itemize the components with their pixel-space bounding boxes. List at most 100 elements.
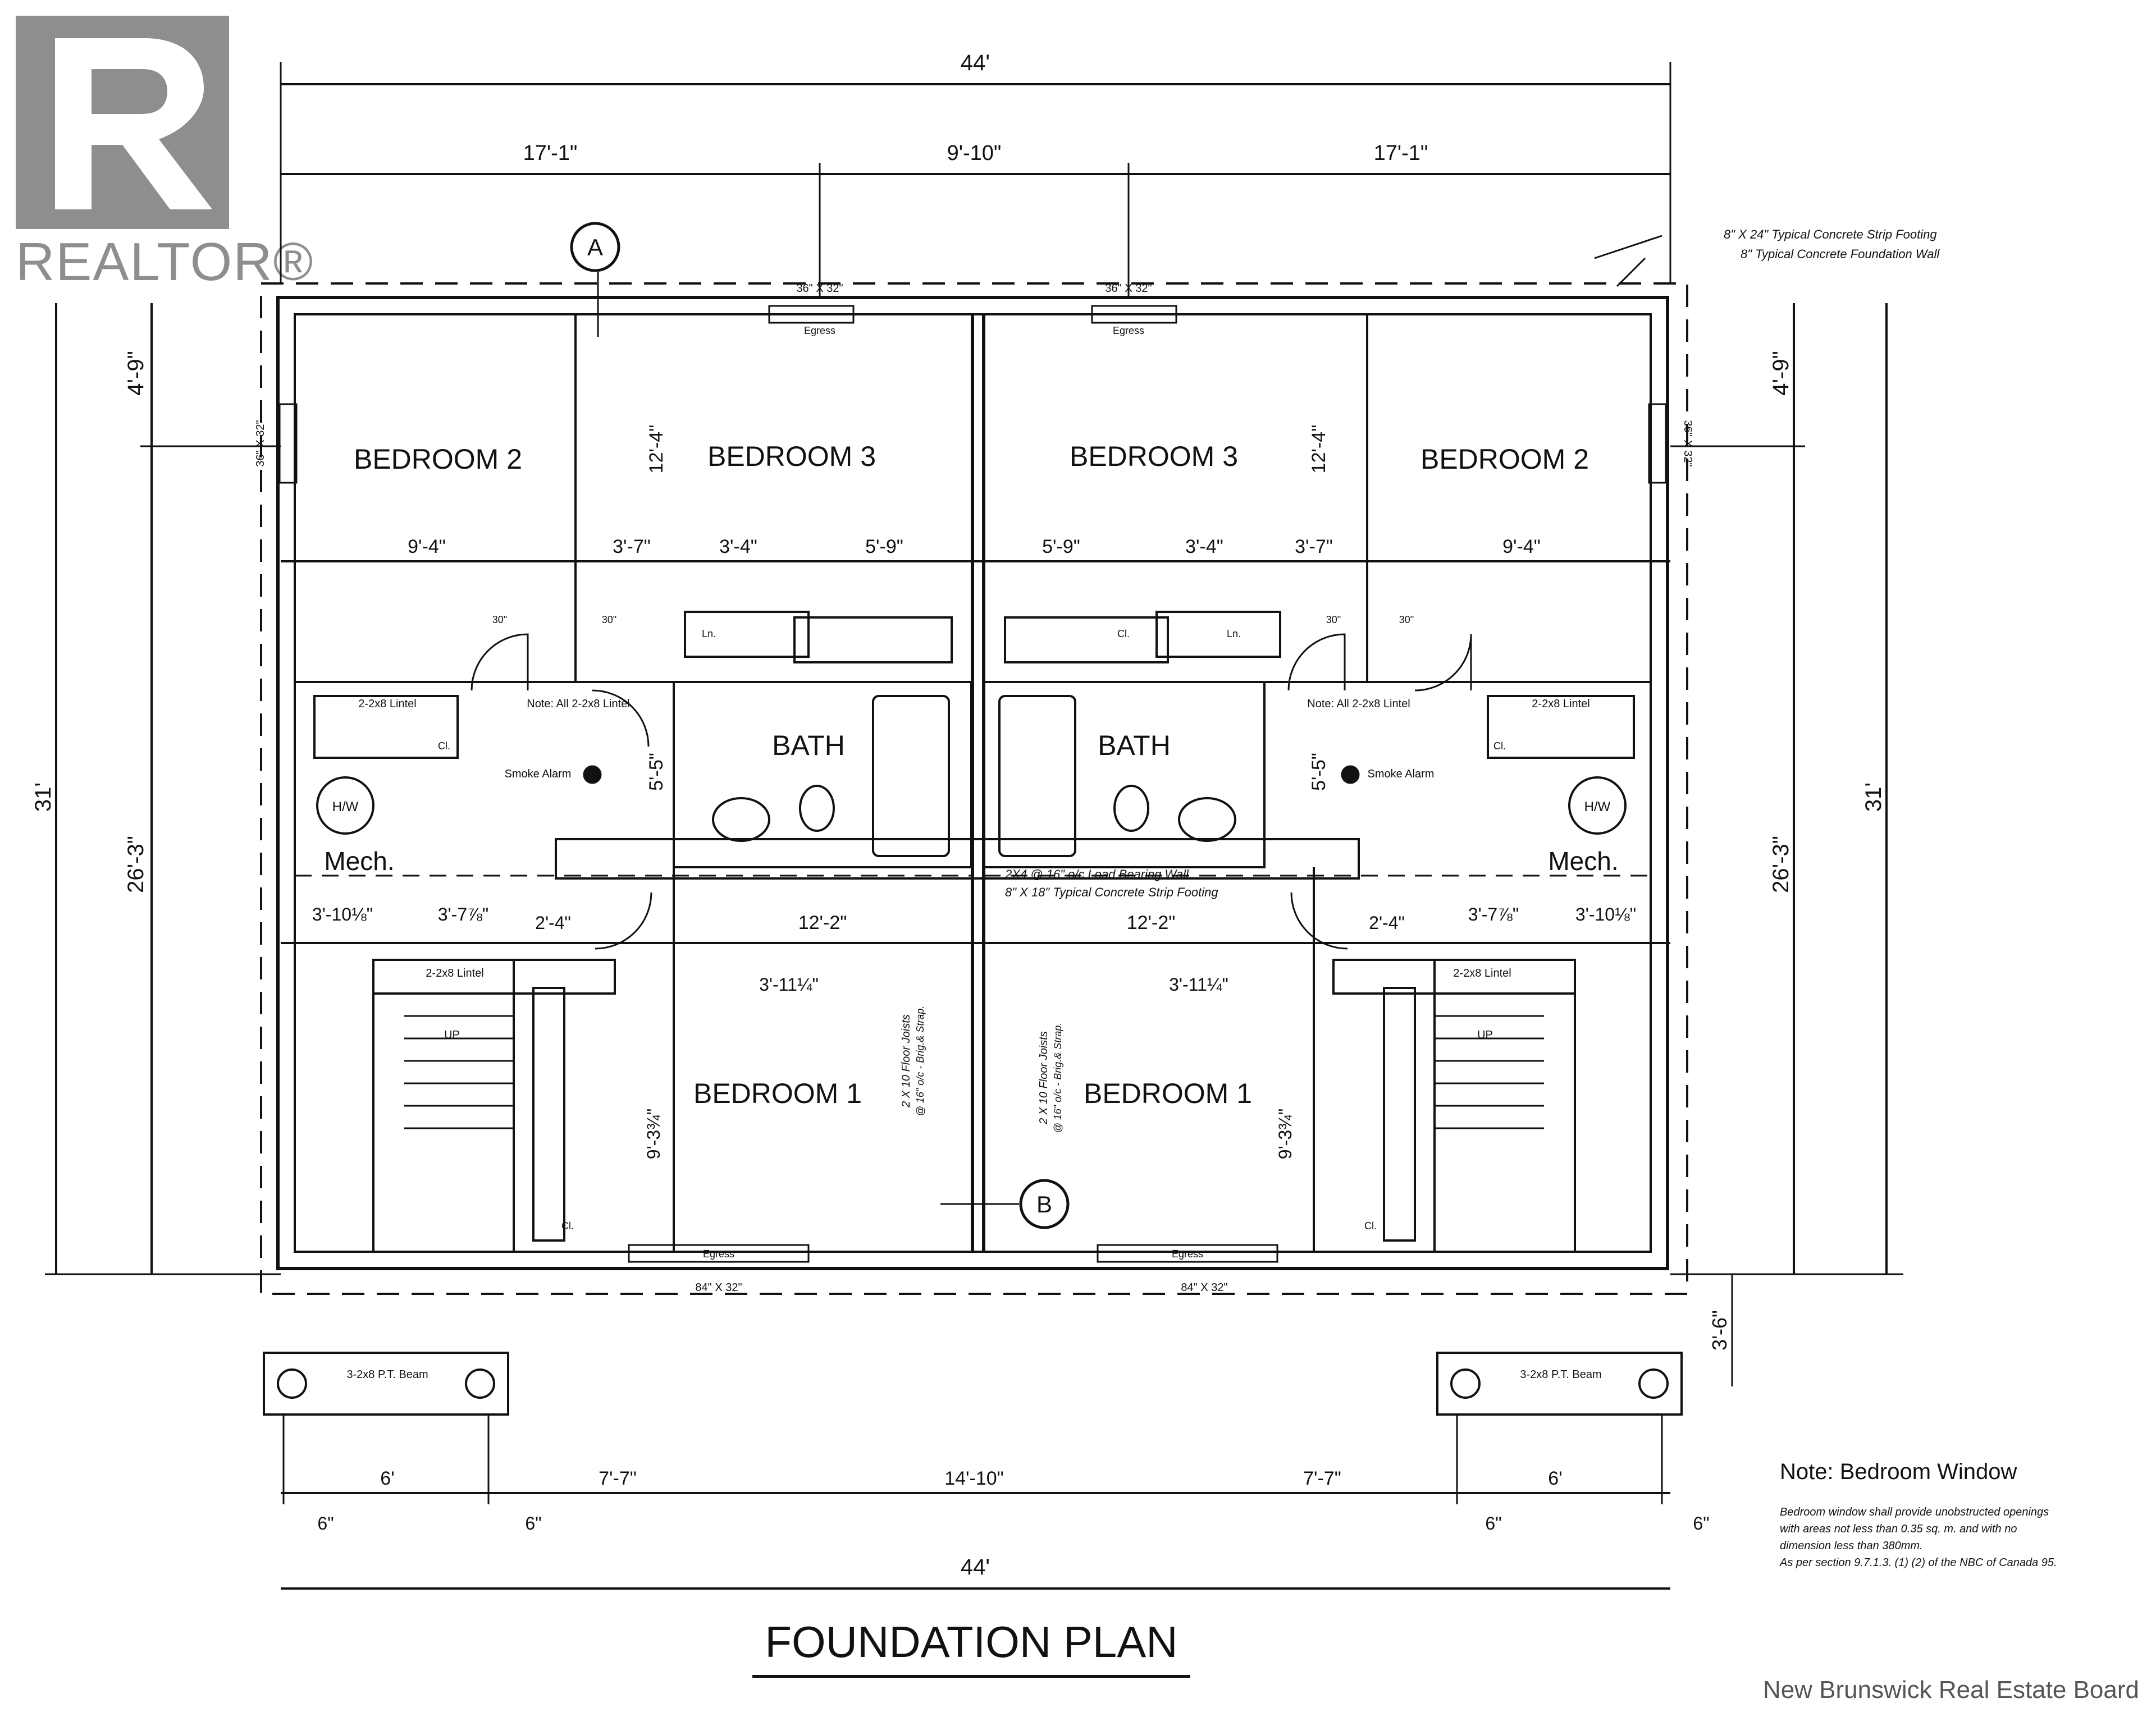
- door-size-3: 30": [1326, 614, 1341, 625]
- dim-row1-5: 3'-4": [1185, 536, 1223, 557]
- closet-right-lower: Cl.: [1364, 1220, 1377, 1232]
- dim-bottom-3: 7'-7": [1303, 1468, 1341, 1489]
- note-strip-footing: 8" X 24" Typical Concrete Strip Footing: [1724, 227, 1937, 241]
- dim-small-0: 6": [317, 1513, 334, 1534]
- lintel-note-left: Note: All 2-2x8 Lintel: [527, 698, 629, 710]
- bathtub-right: [998, 695, 1076, 857]
- room-bedroom1-left: BEDROOM 1: [693, 1078, 862, 1109]
- room-bath-left: BATH: [772, 730, 845, 761]
- dim-side-left-lower: 26'-3": [124, 836, 148, 893]
- joists-left-2: @ 16" o/c - Brig.& Strap.: [915, 1006, 926, 1116]
- dim-side-left-total: 31': [31, 782, 56, 812]
- load-bearing-wall-note: 2X4 @ 16" o/c Load Bearing Wall: [1004, 867, 1189, 881]
- dim-overall-top: 44': [961, 51, 990, 75]
- dim-row1-6: 3'-7": [1295, 536, 1333, 557]
- dim-side-right-total: 31': [1861, 782, 1886, 812]
- room-bedroom3-left: BEDROOM 3: [707, 441, 876, 472]
- foundation-wall-outer: [276, 296, 1669, 1270]
- dim-right-3-11: 3'-11¼": [1169, 974, 1228, 995]
- plan-title: FOUNDATION PLAN: [765, 1617, 1178, 1667]
- bedroom-window-note: Note: Bedroom Window Bedroom window shal…: [1780, 1459, 2150, 1571]
- dim-row2-left-0: 3'-10⅛": [312, 904, 373, 924]
- closet-left-lower: Cl.: [561, 1220, 574, 1232]
- dim-row2-right-1: 2'-4": [1369, 913, 1405, 933]
- section-marker-b: [1019, 1179, 1070, 1229]
- closet-right-upper: Cl.: [1493, 740, 1506, 752]
- toilet-left: [799, 785, 835, 832]
- realtor-r-icon: [55, 38, 212, 209]
- dim-right-br1-height: 9'-3¾": [1275, 1109, 1295, 1159]
- dim-row1-2: 3'-4": [719, 536, 757, 557]
- room-bedroom2-left: BEDROOM 2: [354, 443, 522, 475]
- window-bottom-right: 84" X 32": [1181, 1281, 1227, 1294]
- window-top-left: 36" X 32": [796, 282, 843, 295]
- hw-right-label: H/W: [1584, 799, 1611, 814]
- strip-footing-note: 8" X 18" Typical Concrete Strip Footing: [1005, 885, 1218, 899]
- stair-up-left: UP: [444, 1029, 460, 1041]
- dim-row1-7: 9'-4": [1502, 536, 1541, 557]
- board-credit: New Brunswick Real Estate Board: [1762, 1676, 2139, 1704]
- realtor-r-logo: [16, 16, 229, 229]
- dim-left-br3-height: 12'-4": [646, 425, 667, 474]
- hw-left-label: H/W: [332, 799, 359, 814]
- joists-right-2: @ 16" o/c - Brig.& Strap.: [1052, 1023, 1063, 1133]
- dim-small-1: 6": [525, 1513, 541, 1534]
- sink-right: [1178, 797, 1236, 842]
- hot-water-right: [1568, 776, 1627, 835]
- deck-beam-left-label: 3-2x8 P.T. Beam: [346, 1368, 428, 1381]
- window-bottom-left: 84" X 32": [695, 1281, 742, 1294]
- dim-row1-0: 9'-4": [408, 536, 446, 557]
- section-a-label: A: [587, 234, 603, 260]
- dim-side-right-upper: 4'-9": [1769, 351, 1793, 396]
- room-bath-right: BATH: [1098, 730, 1171, 761]
- dim-row2-left-1: 3'-7⅞": [438, 904, 488, 924]
- dim-row2-right-2: 3'-7⅞": [1468, 904, 1519, 924]
- deck-beam-right: [1436, 1352, 1683, 1416]
- smoke-alarm-left: [583, 765, 602, 784]
- note-title: Note: Bedroom Window: [1780, 1459, 2017, 1484]
- dim-right-bath-height: 5'-5": [1308, 753, 1330, 791]
- dim-row2-right-3: 3'-10⅛": [1575, 904, 1636, 924]
- dim-row2-left-3: 12'-2": [798, 912, 847, 933]
- dim-top-right: 17'-1": [1374, 141, 1428, 165]
- door-size-2: 30": [602, 614, 616, 625]
- smoke-alarm-right-label: Smoke Alarm: [1368, 768, 1435, 780]
- smoke-alarm-left-label: Smoke Alarm: [505, 768, 572, 780]
- dim-bottom-0: 6': [380, 1468, 394, 1489]
- lintel-lower-right: 2-2x8 Lintel: [1453, 967, 1511, 979]
- dim-right-br3-height: 12'-4": [1308, 425, 1330, 474]
- lintel-note-right: Note: All 2-2x8 Lintel: [1307, 698, 1410, 710]
- dim-small-3: 6": [1693, 1513, 1709, 1534]
- egress-top-left: Egress: [804, 325, 835, 336]
- joists-right-1: 2 X 10 Floor Joists: [1038, 1031, 1050, 1125]
- lintel-lower-left: 2-2x8 Lintel: [426, 967, 483, 979]
- dim-row2-right-0: 12'-2": [1127, 912, 1176, 933]
- lintel-top-left: 2-2x8 Lintel: [358, 698, 416, 710]
- room-bedroom3-right: BEDROOM 3: [1070, 441, 1238, 472]
- deck-beam-left: [263, 1352, 509, 1416]
- dim-bottom-1: 7'-7": [599, 1468, 637, 1489]
- door-size-4: 30": [1399, 614, 1414, 625]
- sink-left: [712, 797, 770, 842]
- note-line-2: with areas not less than 0.35 sq. m. and…: [1780, 1523, 2017, 1535]
- room-mech-right: Mech.: [1548, 846, 1618, 876]
- dim-side-right-lower: 26'-3": [1769, 836, 1793, 893]
- smoke-alarm-right: [1341, 765, 1360, 784]
- note-line-1: Bedroom window shall provide unobstructe…: [1780, 1506, 2049, 1518]
- beam-line: [555, 838, 1360, 880]
- deck-beam-right-label: 3-2x8 P.T. Beam: [1520, 1368, 1601, 1381]
- linen-left: Ln.: [702, 628, 716, 639]
- linen-right: Ln.: [1227, 628, 1241, 639]
- dim-left-br1-height: 9'-3¾": [643, 1109, 664, 1159]
- dim-bottom-2: 14'-10": [944, 1468, 1004, 1489]
- dim-top-mid: 9'-10": [947, 141, 1002, 165]
- dim-overall-bottom: 44': [961, 1555, 990, 1580]
- window-top-right: 36" X 32": [1105, 282, 1152, 295]
- room-bedroom2-right: BEDROOM 2: [1420, 443, 1589, 475]
- realtor-logo: REALTOR®: [16, 16, 313, 293]
- dim-small-2: 6": [1485, 1513, 1501, 1534]
- egress-bottom-left: Egress: [703, 1248, 734, 1260]
- window-side-right: 36" X 32": [1682, 420, 1694, 466]
- note-line-3: dimension less than 380mm.: [1780, 1540, 1923, 1552]
